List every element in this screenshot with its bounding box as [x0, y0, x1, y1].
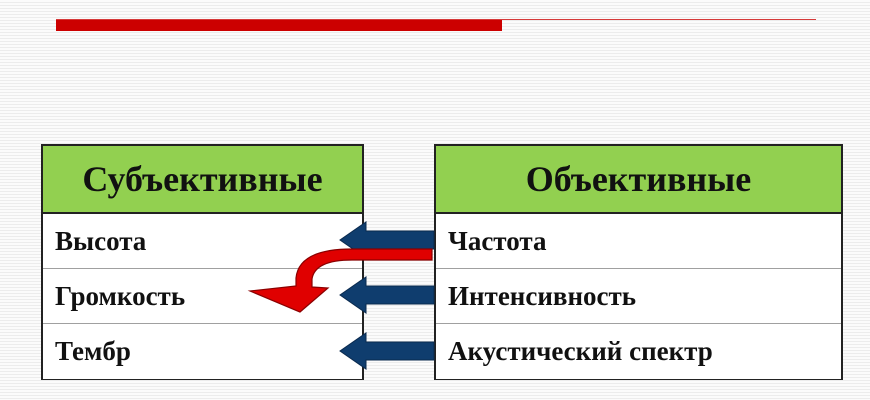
- top-rule-thin: [56, 19, 816, 20]
- objective-header: Объективные: [436, 146, 841, 214]
- top-rule-red-bar: [56, 20, 502, 31]
- subjective-row-loudness: Громкость: [43, 269, 362, 324]
- objective-row-spectrum: Акустический спектр: [436, 324, 841, 379]
- subjective-header: Субъективные: [43, 146, 362, 214]
- subjective-row-timbre: Тембр: [43, 324, 362, 379]
- subjective-row-pitch: Высота: [43, 214, 362, 269]
- objective-row-intensity: Интенсивность: [436, 269, 841, 324]
- subjective-table: Субъективные Высота Громкость Тембр: [41, 144, 364, 380]
- objective-row-frequency: Частота: [436, 214, 841, 269]
- objective-table: Объективные Частота Интенсивность Акусти…: [434, 144, 843, 380]
